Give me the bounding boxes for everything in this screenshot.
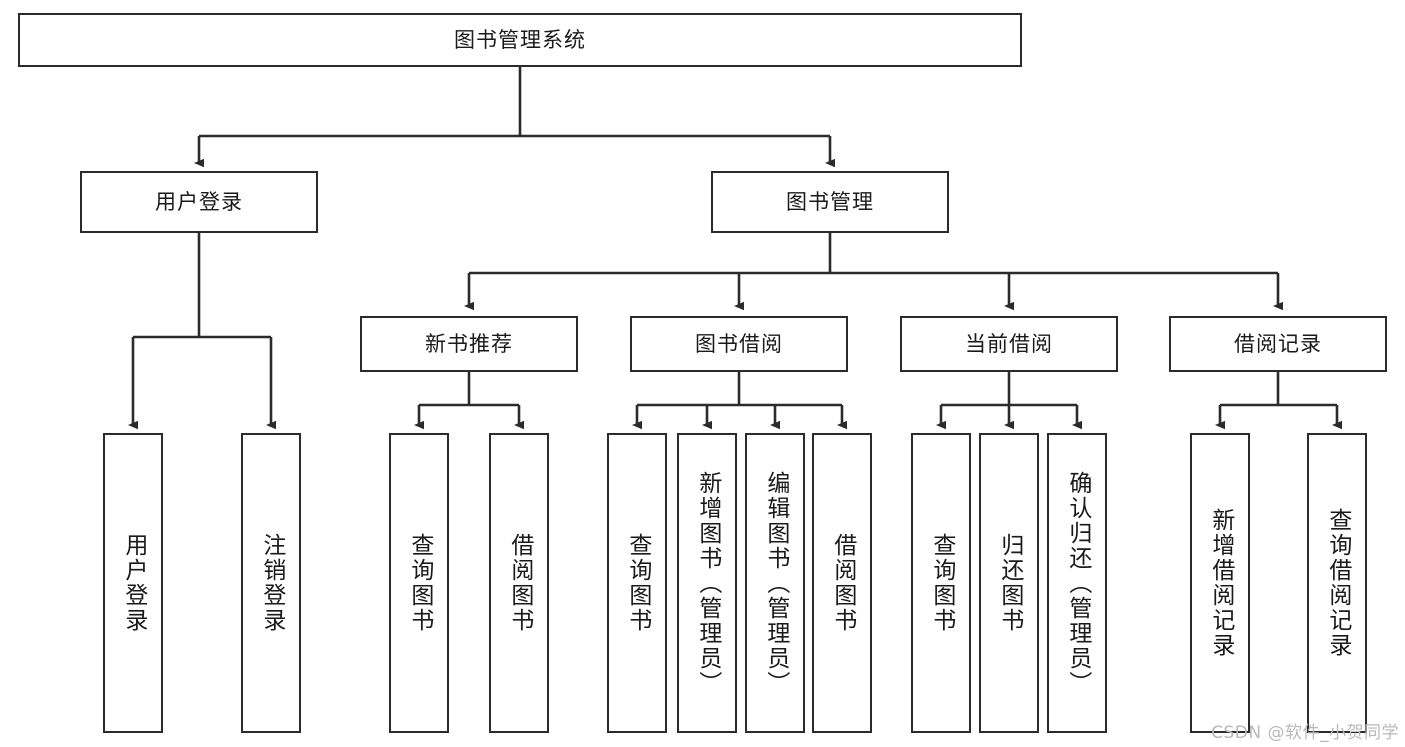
- node-leaf-add-book-label: 新增图书（管理员）: [694, 470, 721, 696]
- node-leaf-query-book-1[interactable]: 查询图书: [389, 433, 449, 733]
- node-leaf-add-record-label: 新增借阅记录: [1207, 508, 1234, 658]
- node-new-book-recommend[interactable]: 新书推荐: [360, 316, 578, 372]
- node-book-borrow[interactable]: 图书借阅: [630, 316, 848, 372]
- node-leaf-borrow-book-1[interactable]: 借阅图书: [489, 433, 549, 733]
- node-leaf-confirm-return[interactable]: 确认归还（管理员）: [1047, 433, 1107, 733]
- node-leaf-logout-label: 注销登录: [258, 533, 285, 633]
- node-leaf-confirm-return-label: 确认归还（管理员）: [1064, 470, 1091, 696]
- node-borrow-record[interactable]: 借阅记录: [1169, 316, 1387, 372]
- node-borrow-record-label: 借阅记录: [1234, 331, 1322, 356]
- csdn-watermark: CSDN @软件_小贺同学: [1211, 723, 1399, 743]
- node-leaf-add-book[interactable]: 新增图书（管理员）: [677, 433, 737, 733]
- node-book-borrow-label: 图书借阅: [695, 331, 783, 356]
- node-leaf-query-book-3-label: 查询图书: [928, 533, 955, 633]
- node-leaf-borrow-book-1-label: 借阅图书: [506, 533, 533, 633]
- node-leaf-return-book-label: 归还图书: [996, 533, 1023, 633]
- node-leaf-query-record[interactable]: 查询借阅记录: [1307, 433, 1367, 733]
- node-leaf-user-login[interactable]: 用户登录: [103, 433, 163, 733]
- node-leaf-query-record-label: 查询借阅记录: [1324, 508, 1351, 658]
- node-leaf-borrow-book-2-label: 借阅图书: [829, 533, 856, 633]
- node-user-login[interactable]: 用户登录: [80, 171, 318, 233]
- node-leaf-edit-book-label: 编辑图书（管理员）: [762, 470, 789, 696]
- node-leaf-add-record[interactable]: 新增借阅记录: [1190, 433, 1250, 733]
- node-book-manage[interactable]: 图书管理: [711, 171, 949, 233]
- node-current-borrow[interactable]: 当前借阅: [900, 316, 1118, 372]
- node-root[interactable]: 图书管理系统: [18, 13, 1022, 67]
- node-leaf-logout[interactable]: 注销登录: [241, 433, 301, 733]
- node-new-book-recommend-label: 新书推荐: [425, 331, 513, 356]
- node-leaf-query-book-3[interactable]: 查询图书: [911, 433, 971, 733]
- node-leaf-query-book-2-label: 查询图书: [624, 533, 651, 633]
- node-leaf-borrow-book-2[interactable]: 借阅图书: [812, 433, 872, 733]
- node-leaf-query-book-2[interactable]: 查询图书: [607, 433, 667, 733]
- node-book-manage-label: 图书管理: [786, 189, 874, 214]
- node-user-login-label: 用户登录: [155, 189, 243, 214]
- node-leaf-query-book-1-label: 查询图书: [406, 533, 433, 633]
- node-root-label: 图书管理系统: [454, 27, 586, 52]
- node-leaf-user-login-label: 用户登录: [120, 533, 147, 633]
- node-leaf-return-book[interactable]: 归还图书: [979, 433, 1039, 733]
- node-leaf-edit-book[interactable]: 编辑图书（管理员）: [745, 433, 805, 733]
- node-current-borrow-label: 当前借阅: [965, 331, 1053, 356]
